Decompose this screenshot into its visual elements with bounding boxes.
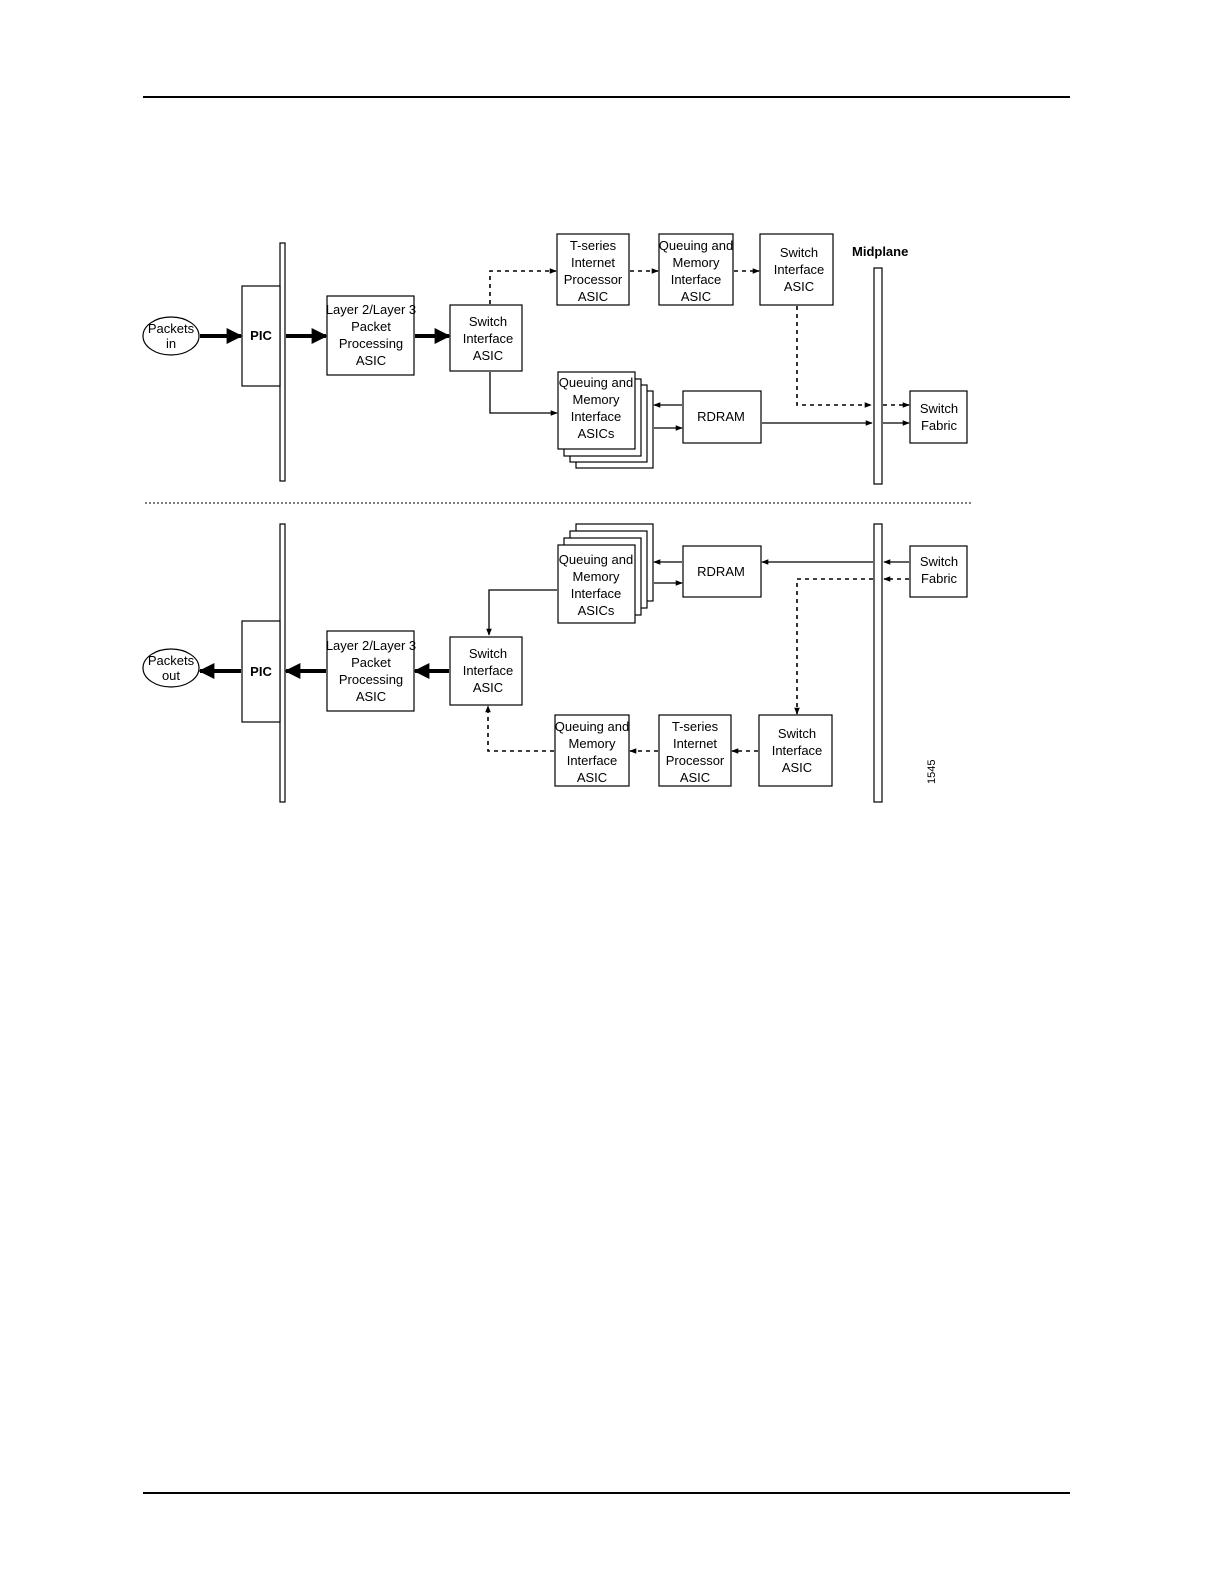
ingress-pic-block: PIC <box>241 285 281 387</box>
ingress-tseries-line-3: Processor <box>564 272 623 287</box>
ingress-switch-fabric-block: Switch Fabric <box>909 390 968 444</box>
ingress-swif2-line-3: ASIC <box>784 279 814 294</box>
egress-swif-line-1: Switch <box>469 646 507 661</box>
egress-l2l3-asic-block: Layer 2/Layer 3 Packet Processing ASIC <box>326 630 416 712</box>
egress-qmi-line-2: Memory <box>569 736 616 751</box>
ingress-fabric-line-2: Fabric <box>921 418 958 433</box>
egress-swif-line-3: ASIC <box>473 680 503 695</box>
packets-in-line-1: Packets <box>148 321 195 336</box>
arrow-qmi-to-switch-if-egress <box>485 705 554 752</box>
egress-switch-fabric-block: Switch Fabric <box>909 545 968 598</box>
footer-rule <box>143 1492 1070 1494</box>
packets-out-line-2: out <box>162 668 180 683</box>
egress-qmis-line-3: Interface <box>571 586 622 601</box>
egress-backplane-bar <box>279 523 286 803</box>
ingress-l2l3-asic-block: Layer 2/Layer 3 Packet Processing ASIC <box>326 295 416 376</box>
midplane-label: Midplane <box>852 244 908 259</box>
ingress-swif-line-2: Interface <box>463 331 514 346</box>
ingress-qmi-line-1: Queuing and <box>659 238 733 253</box>
ingress-qmi-asic-block: Queuing and Memory Interface ASIC <box>658 233 734 306</box>
egress-rdram-label: RDRAM <box>697 564 745 579</box>
packets-in-node: Packets in <box>142 316 200 356</box>
egress-qmis-line-2: Memory <box>573 569 620 584</box>
egress-tseries-line-1: T-series <box>672 719 719 734</box>
egress-midplane-bar <box>873 523 883 803</box>
egress-swif2-line-2: Interface <box>772 743 823 758</box>
arrow-qmi-stack-to-switch-if-egress <box>486 589 557 636</box>
ingress-l2l3-line-1: Layer 2/Layer 3 <box>326 302 416 317</box>
ingress-switch-interface-asic-block: Switch Interface ASIC <box>449 304 523 372</box>
egress-qmi-asics-stack: Queuing and Memory Interface ASICs <box>557 523 654 624</box>
ingress-qmi-asics-stack: Queuing and Memory Interface ASICs <box>557 371 654 469</box>
egress-pic-label: PIC <box>250 664 272 679</box>
egress-switch-interface-asic-block: Switch Interface ASIC <box>449 636 523 706</box>
ingress-qmis-line-4: ASICs <box>578 426 615 441</box>
egress-qmi-line-4: ASIC <box>577 770 607 785</box>
ingress-midplane-bar <box>873 267 883 485</box>
egress-swif2-line-3: ASIC <box>782 760 812 775</box>
ingress-rdram-block: RDRAM <box>682 390 762 444</box>
egress-pic-block: PIC <box>241 620 281 723</box>
ingress-switch-interface-asic-2-block: Switch Interface ASIC <box>759 233 834 306</box>
ingress-tseries-line-2: Internet <box>571 255 615 270</box>
ingress-qmis-line-2: Memory <box>573 392 620 407</box>
ingress-qmis-line-1: Queuing and <box>559 375 633 390</box>
ingress-rdram-label: RDRAM <box>697 409 745 424</box>
arrow-midplane-to-switch-if2-egress <box>794 578 873 715</box>
egress-qmi-line-3: Interface <box>567 753 618 768</box>
ingress-pic-label: PIC <box>250 328 272 343</box>
ingress-qmi-line-3: Interface <box>671 272 722 287</box>
arrow-switch-if-to-tseries <box>489 268 557 304</box>
ingress-tseries-line-1: T-series <box>570 238 617 253</box>
ingress-swif2-line-1: Switch <box>780 245 818 260</box>
egress-tseries-processor-block: T-series Internet Processor ASIC <box>658 714 732 787</box>
ingress-backplane-bar <box>279 242 286 482</box>
egress-qmi-line-1: Queuing and <box>555 719 629 734</box>
egress-qmis-line-4: ASICs <box>578 603 615 618</box>
ingress-swif-line-1: Switch <box>469 314 507 329</box>
egress-qmi-asic-block: Queuing and Memory Interface ASIC <box>554 714 630 787</box>
egress-tseries-line-2: Internet <box>673 736 717 751</box>
ingress-fabric-line-1: Switch <box>920 401 958 416</box>
egress-qmis-line-1: Queuing and <box>559 552 633 567</box>
ingress-qmis-line-3: Interface <box>571 409 622 424</box>
ingress-swif2-line-2: Interface <box>774 262 825 277</box>
egress-l2l3-line-1: Layer 2/Layer 3 <box>326 638 416 653</box>
header-rule <box>143 96 1070 98</box>
egress-l2l3-line-3: Processing <box>339 672 403 687</box>
ingress-l2l3-line-3: Processing <box>339 336 403 351</box>
ingress-l2l3-line-4: ASIC <box>356 353 386 368</box>
egress-swif-line-2: Interface <box>463 663 514 678</box>
packets-in-line-2: in <box>166 336 176 351</box>
ingress-tseries-processor-block: T-series Internet Processor ASIC <box>556 233 630 306</box>
egress-l2l3-line-2: Packet <box>351 655 391 670</box>
egress-switch-interface-asic-2-block: Switch Interface ASIC <box>758 714 833 787</box>
figure-number: 1545 <box>926 760 938 784</box>
packets-out-line-1: Packets <box>148 653 195 668</box>
arrow-switch-if2-to-midplane <box>796 306 872 408</box>
egress-tseries-line-4: ASIC <box>680 770 710 785</box>
packets-out-node: Packets out <box>142 648 200 688</box>
arrow-switch-if-to-qmi-stack <box>489 372 558 416</box>
egress-rdram-block: RDRAM <box>682 545 762 598</box>
egress-swif2-line-1: Switch <box>778 726 816 741</box>
ingress-l2l3-line-2: Packet <box>351 319 391 334</box>
egress-l2l3-line-4: ASIC <box>356 689 386 704</box>
egress-fabric-line-1: Switch <box>920 554 958 569</box>
ingress-tseries-line-4: ASIC <box>578 289 608 304</box>
ingress-qmi-line-2: Memory <box>673 255 720 270</box>
egress-fabric-line-2: Fabric <box>921 571 958 586</box>
egress-tseries-line-3: Processor <box>666 753 725 768</box>
ingress-qmi-line-4: ASIC <box>681 289 711 304</box>
ingress-swif-line-3: ASIC <box>473 348 503 363</box>
